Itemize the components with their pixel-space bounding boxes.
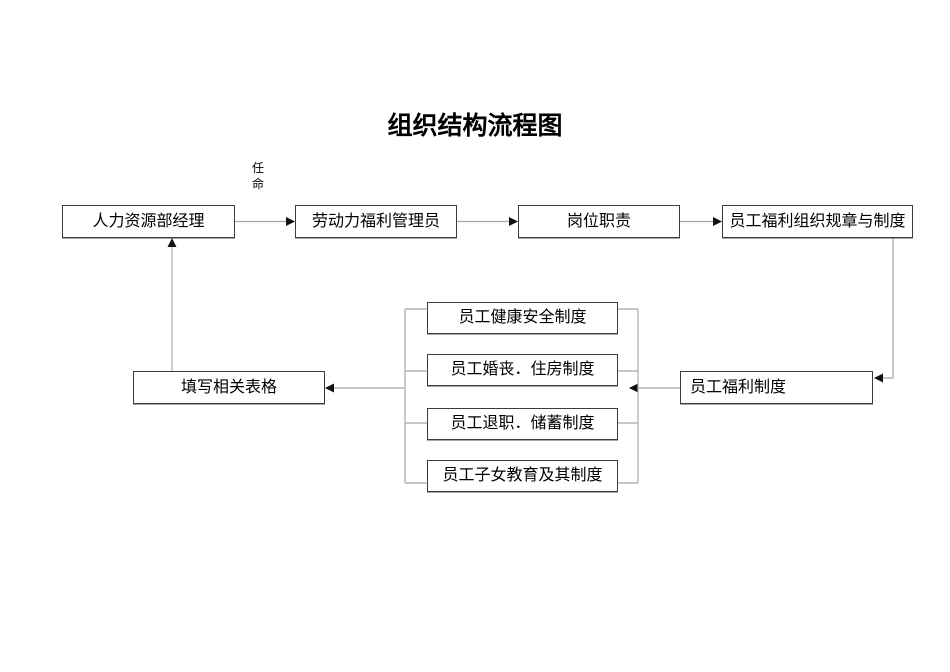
appointment-label: 任 命 (251, 161, 264, 191)
group-bracket-right (618, 308, 639, 484)
node-retirement-savings: 员工退职．储蓄制度 (427, 408, 618, 440)
node-welfare-system: 员工福利制度 (680, 371, 873, 404)
arrow-admin-to-duty (457, 217, 518, 226)
node-hr-manager: 人力资源部经理 (62, 205, 235, 238)
arrow-rules-to-welfare (874, 238, 894, 383)
node-children-education: 员工子女教育及其制度 (427, 460, 618, 492)
node-health-safety: 员工健康安全制度 (427, 302, 618, 334)
node-job-duties: 岗位职责 (518, 205, 680, 238)
page-title: 组织结构流程图 (387, 112, 563, 140)
arrow-welfare-to-group (629, 383, 680, 393)
node-fill-forms: 填写相关表格 (133, 371, 325, 404)
node-welfare-admin: 劳动力福利管理员 (295, 205, 457, 238)
arrow-hr-to-admin (235, 217, 295, 226)
node-org-rules: 员工福利组织规章与制度 (722, 205, 913, 238)
arrow-group-to-fillforms (325, 383, 405, 393)
arrow-duty-to-rules (680, 217, 722, 226)
arrow-fillforms-to-hr (167, 238, 177, 371)
group-bracket-left (404, 308, 427, 484)
node-marriage-housing: 员工婚丧．住房制度 (427, 354, 618, 386)
